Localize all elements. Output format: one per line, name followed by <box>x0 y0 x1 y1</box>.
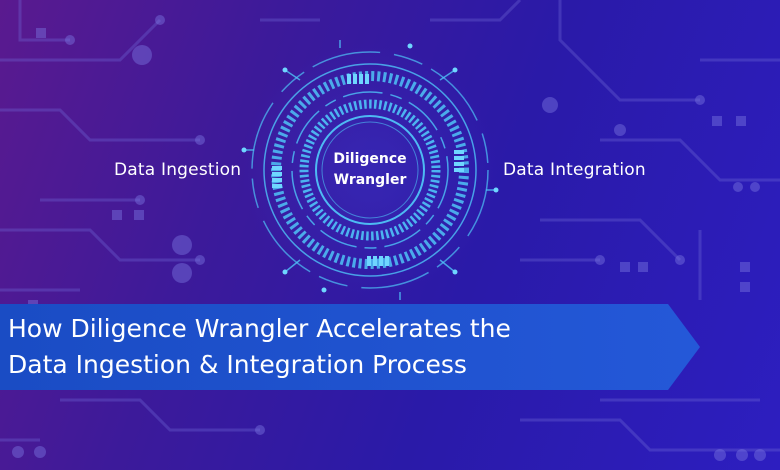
headline-line1: How Diligence Wrangler Accelerates the <box>8 314 511 343</box>
data-integration-label: Data Integration <box>503 160 646 180</box>
headline-line2: Data Ingestion & Integration Process <box>8 350 467 379</box>
diligence-wrangler-emblem <box>241 40 499 300</box>
banner-arrow-shape <box>0 304 700 390</box>
headline-banner: How Diligence Wrangler Accelerates the D… <box>0 304 700 390</box>
data-ingestion-label: Data Ingestion <box>114 160 242 180</box>
emblem-title-line1: Diligence <box>333 151 407 167</box>
emblem-title-line2: Wrangler <box>333 172 407 188</box>
